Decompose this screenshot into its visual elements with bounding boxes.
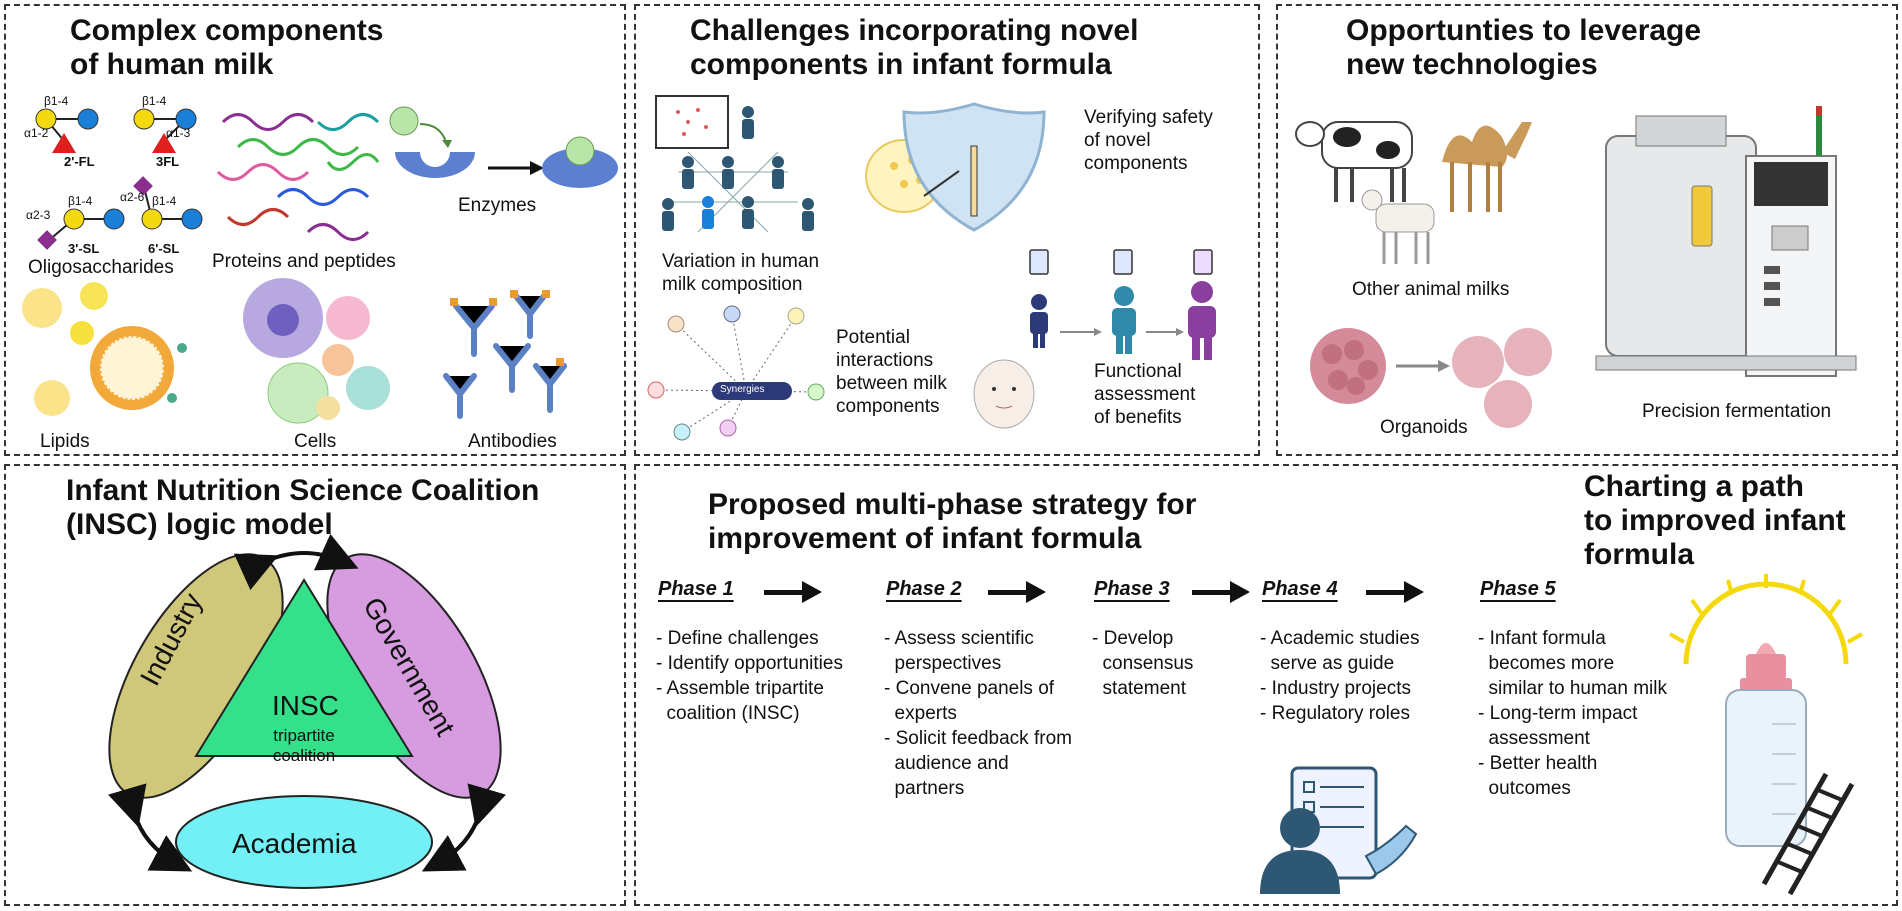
label-proteins: Proteins and peptides [212,251,396,272]
insc-diagram [108,533,506,889]
list-item: statement [1092,678,1186,699]
phase-1-label: Phase 1 [658,578,734,600]
panel-milk-components: Complex components of human milk β1-4 α1… [4,4,626,456]
label-insc: INSC [272,690,339,721]
label-animal-milks: Other animal milks [1352,279,1510,300]
phase-5-label: Phase 5 [1480,578,1556,600]
label-synergies: Synergies [720,384,765,395]
list-item: perspectives [884,653,1002,674]
animals-icon [1295,121,1532,264]
arrow-icon [1192,581,1250,603]
panel-title: Infant Nutrition Science Coalition (INSC… [66,474,540,541]
list-item: - Better health [1478,753,1598,774]
label-a13: α1-3 [166,126,191,140]
shield-icon [865,102,1046,232]
phase-arrows [764,581,1424,603]
list-item: - Infant formula [1478,628,1606,649]
label-3fl: 3FL [156,154,180,169]
panel-strategy: Proposed multi-phase strategy for improv… [634,464,1898,906]
list-item: serve as guide [1260,653,1395,674]
panel-technologies: Opportunties to leverage new technologie… [1276,4,1898,456]
panel-title: Complex components of human milk [70,14,384,81]
list-item: consensus [1092,653,1194,674]
population-network-icon [655,95,814,233]
label-enzymes: Enzymes [458,195,537,216]
label-variation: Variation in human milk composition [662,251,820,295]
label-safety: Verifying safety of novel components [1084,107,1213,174]
enzyme-icon [389,106,618,188]
label-3sl: 3'-SL [68,241,100,256]
label-2fl: 2'-FL [64,154,95,169]
proteins-icon [216,113,380,241]
list-item: - Academic studies [1260,628,1420,649]
label-academia: Academia [232,828,357,859]
label-b14b: β1-4 [142,94,167,108]
label-functional: Functional assessment of benefits [1094,361,1196,428]
list-item: - Identify opportunities [656,653,843,674]
list-item: becomes more [1478,653,1615,674]
list-item: - Long-term impact [1478,703,1638,724]
label-b14a: β1-4 [44,94,69,108]
arrow-icon [1366,581,1424,603]
functional-assessment-icon [973,249,1216,429]
list-item: experts [884,703,957,724]
oligosaccharide-icons [35,108,203,250]
label-interactions: Potential interactions between milk comp… [836,327,947,417]
arrow-icon [764,581,822,603]
bioreactor-icon [1595,106,1857,377]
lipids-icon [22,282,187,416]
cells-icon [243,278,390,424]
list-item: - Assemble tripartite [656,678,824,699]
panel-title: Proposed multi-phase strategy for improv… [708,488,1197,555]
label-insc-sub: tripartite coalition [272,726,336,765]
label-lipids: Lipids [40,431,90,452]
list-item: coalition (INSC) [656,703,800,724]
list-item: - Industry projects [1260,678,1411,699]
panel-insc-model: Infant Nutrition Science Coalition (INSC… [4,464,626,906]
list-item: similar to human milk [1478,678,1667,699]
label-b14d: β1-4 [152,194,177,208]
panel-title: Challenges incorporating novel component… [690,14,1139,81]
panel-title: Opportunties to leverage new technologie… [1346,14,1702,81]
antibodies-icon [443,290,567,419]
label-cells: Cells [294,431,337,452]
list-item: - Develop [1092,628,1174,649]
label-organoids: Organoids [1380,417,1468,438]
list-item: - Define challenges [656,628,819,649]
list-item: outcomes [1478,778,1571,799]
interactions-network-icon [647,305,825,441]
list-item: audience and [884,753,1009,774]
organoids-icon [1310,328,1552,428]
label-a26: α2-6 [120,190,145,204]
label-fermentation: Precision fermentation [1642,401,1832,422]
checklist-person-icon [1260,766,1418,894]
phase-3-items: - Develop consensus statement [1092,626,1193,701]
phase-2-items: - Assess scientific perspectives - Conve… [884,626,1072,801]
list-item: - Regulatory roles [1260,703,1410,724]
charting-path-title: Charting a path to improved infant formu… [1584,470,1846,571]
baby-bottle-icon [1669,574,1863,896]
panel-challenges: Challenges incorporating novel component… [634,4,1260,456]
label-oligosaccharides: Oligosaccharides [28,257,174,278]
phase-2-label: Phase 2 [886,578,962,600]
label-a12: α1-2 [24,126,49,140]
label-a23: α2-3 [26,208,51,222]
label-6sl: 6'-SL [148,241,180,256]
list-item: partners [884,778,965,799]
phase-4-label: Phase 4 [1262,578,1338,600]
phase-3-label: Phase 3 [1094,578,1170,600]
label-antibodies: Antibodies [468,431,557,452]
phase-5-items: - Infant formula becomes more similar to… [1478,626,1667,801]
phase-4-items: - Academic studies serve as guide - Indu… [1260,626,1419,726]
list-item: - Assess scientific [884,628,1034,649]
label-b14c: β1-4 [68,194,93,208]
list-item: - Convene panels of [884,678,1055,699]
list-item: assessment [1478,728,1590,749]
phase-1-items: - Define challenges - Identify opportuni… [656,626,843,726]
arrow-icon [988,581,1046,603]
list-item: - Solicit feedback from [884,728,1072,749]
